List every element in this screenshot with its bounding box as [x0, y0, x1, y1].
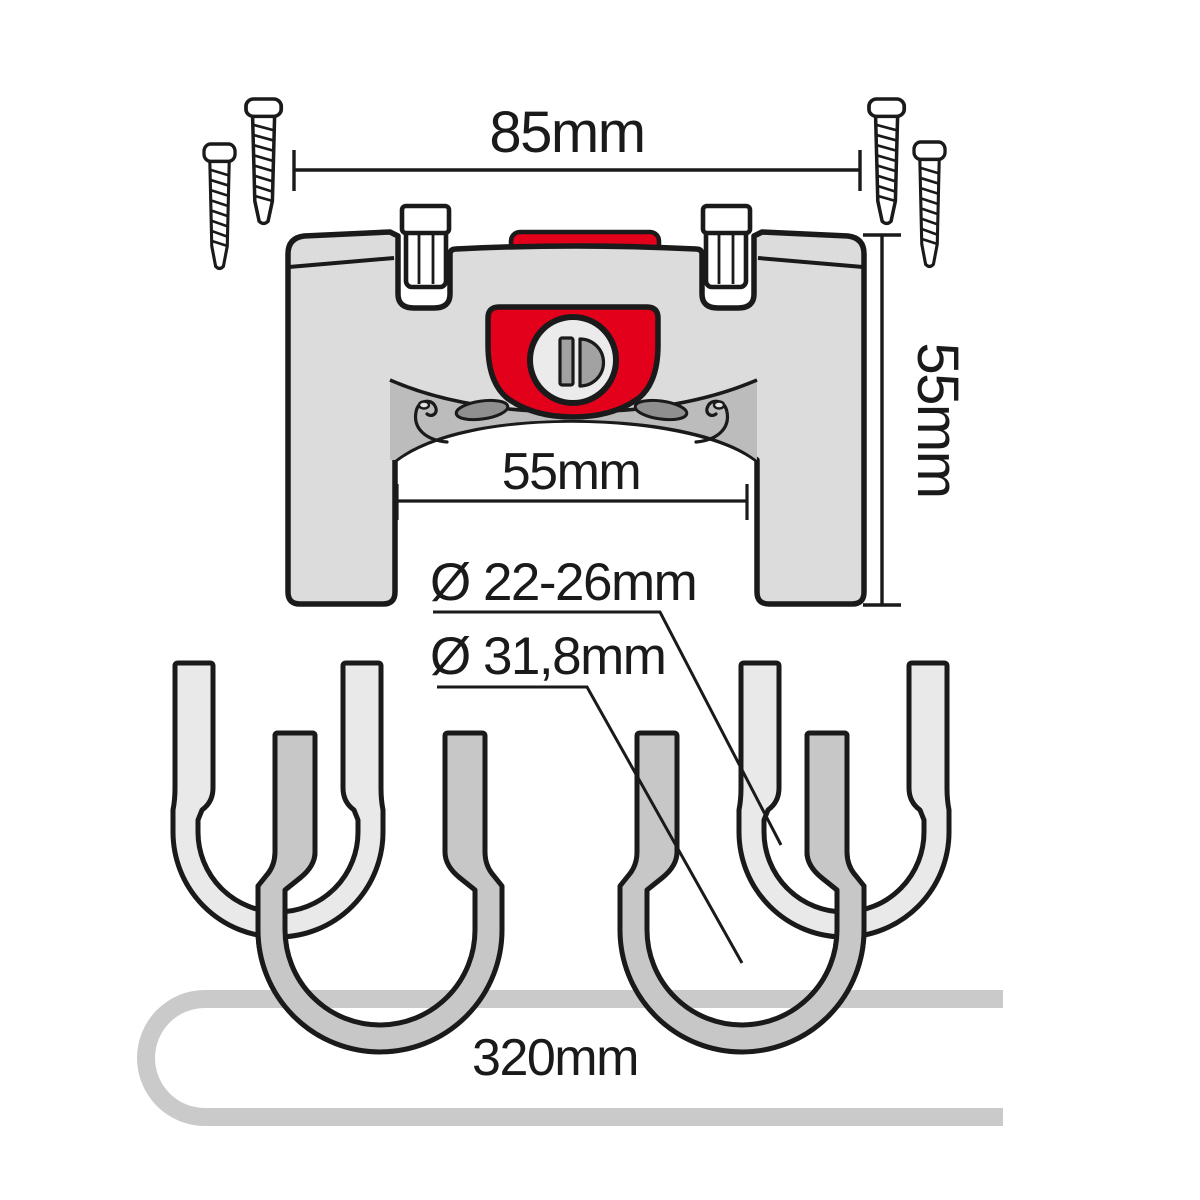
dim-55mm-height-label: 55mm	[905, 342, 970, 497]
screw-icon-right-large	[867, 97, 907, 226]
dim-55mm-inner-label: 55mm	[502, 443, 640, 501]
band-slot-left	[454, 398, 510, 422]
dimension-55mm-height: 55mm	[863, 233, 970, 607]
clamp-bolt-left	[399, 203, 452, 290]
lock-cylinder	[485, 304, 661, 420]
clamp-bolt-right	[700, 203, 753, 290]
dim-clamp-large-label: Ø 31,8mm	[430, 627, 665, 686]
wing-seam-right	[757, 256, 864, 269]
screw-icon-left-small	[202, 142, 237, 271]
leader-large-clamp	[437, 685, 744, 964]
wing-seam-left	[288, 256, 395, 269]
screw-icon-right-small	[912, 140, 947, 269]
keyhole-icon	[558, 336, 606, 388]
dimension-85mm: 85mm	[292, 100, 862, 191]
dim-strap-length-label: 320mm	[472, 1029, 638, 1087]
leader-lines	[433, 610, 783, 964]
screw-icon-left-large	[244, 97, 284, 226]
band-slot-right	[633, 398, 689, 422]
mounting-strap	[137, 990, 1003, 1126]
dimension-55mm-inner: 55mm	[395, 443, 749, 520]
dim-clamp-small-label: Ø 22-26mm	[430, 553, 696, 612]
dim-85mm-label: 85mm	[489, 100, 644, 165]
mount-bracket	[285, 203, 867, 607]
leader-small-clamp	[433, 610, 783, 846]
